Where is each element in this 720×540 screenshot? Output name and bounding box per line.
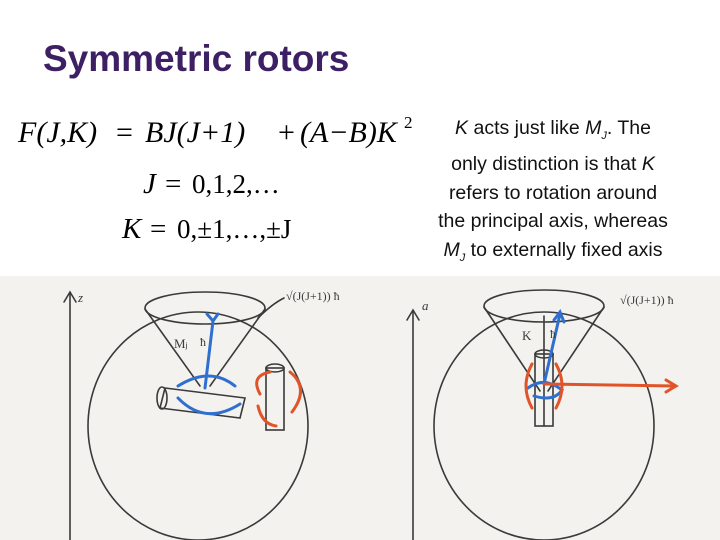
left-rotor-sketch: z √(J(J+1)) ħ Mⱼ ħ — [0, 276, 404, 540]
paper-background — [0, 276, 404, 540]
cone-label-right: √(J(J+1)) ħ — [620, 293, 674, 307]
desc-line5-text: to externally fixed axis — [471, 239, 663, 261]
cone-label: √(J(J+1)) ħ — [286, 289, 340, 303]
j-equals: = — [165, 168, 181, 200]
right-rotor-sketch: a √(J(J+1)) ħ K ħ — [404, 276, 720, 540]
right-sketch-svg: a √(J(J+1)) ħ K ħ — [404, 276, 720, 540]
energy-term2: (A−B)K — [300, 116, 399, 149]
k-values: 0,±1,…,±J — [177, 214, 291, 244]
j-lhs: J — [143, 168, 157, 200]
energy-lhs: F(J,K) — [17, 116, 97, 149]
desc-line1-text: acts just like — [473, 117, 579, 139]
k-lhs: K — [121, 213, 143, 245]
k-symbol-2: K — [642, 153, 655, 175]
energy-term1: BJ(J+1) — [145, 116, 245, 149]
k-equals: = — [150, 213, 166, 245]
mj-symbol: M — [585, 117, 601, 139]
mj-label: Mⱼ — [174, 336, 188, 351]
desc-line-1: K acts just like MJ. The — [408, 114, 698, 150]
mj-subscript-2: J — [460, 252, 466, 264]
hbar-label: ħ — [200, 335, 206, 349]
left-sketch-svg: z √(J(J+1)) ħ Mⱼ ħ — [0, 276, 404, 540]
desc-line-4: the principal axis, whereas — [408, 207, 698, 236]
equals-sign: = — [116, 116, 133, 149]
desc-line1-end: . The — [607, 117, 651, 139]
desc-line-5: MJ to externally fixed axis — [408, 236, 698, 272]
slide-title: Symmetric rotors — [43, 38, 349, 80]
k-symbol: K — [455, 117, 468, 139]
hbar-label-right: ħ — [550, 327, 556, 341]
desc-line-2: only distinction is that K — [408, 150, 698, 179]
equation-block: F(J,K) = BJ(J+1) + (A−B)K 2 J = 0,1,2,… … — [0, 98, 420, 258]
mj-symbol-2: M — [443, 239, 459, 261]
a-axis-label: a — [422, 298, 429, 313]
z-axis-label: z — [77, 290, 83, 305]
desc-line-3: refers to rotation around — [408, 179, 698, 208]
equations-svg: F(J,K) = BJ(J+1) + (A−B)K 2 J = 0,1,2,… … — [0, 98, 420, 258]
plus-sign: + — [278, 116, 295, 149]
k-label: K — [522, 328, 532, 343]
description-text: K acts just like MJ. The only distinctio… — [408, 114, 698, 272]
desc-line2-text: only distinction is that — [451, 153, 636, 175]
j-values: 0,1,2,… — [192, 169, 280, 199]
